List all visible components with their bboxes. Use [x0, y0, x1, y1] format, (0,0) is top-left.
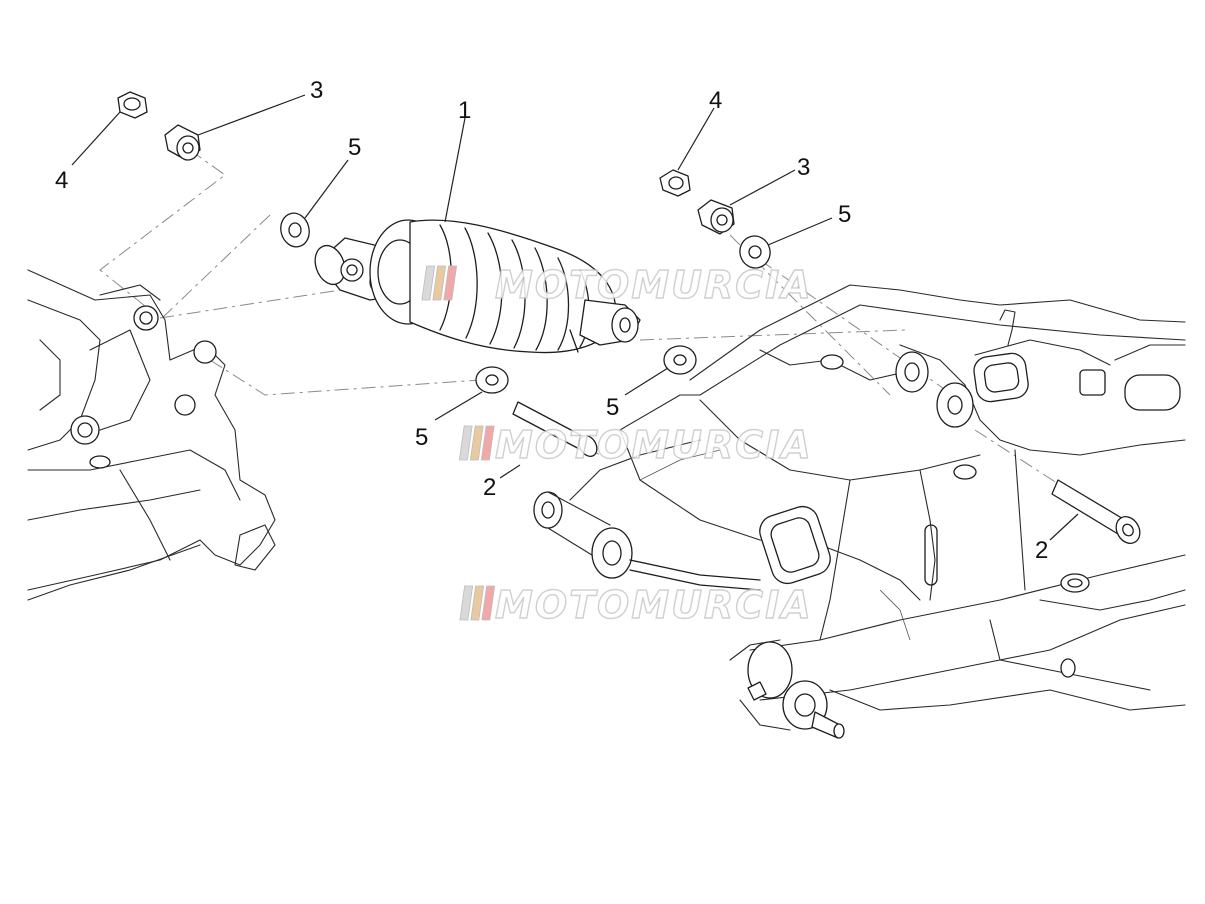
watermark-bottom: MOTOMURCIA	[459, 582, 813, 628]
bushing-part-3-left	[164, 124, 201, 161]
leader-lines	[71, 94, 1079, 541]
callout-4-right: 4	[709, 87, 722, 114]
bushing-part-3-right	[697, 199, 735, 235]
watermark-text: MOTOMURCIA	[495, 263, 813, 307]
watermark-middle: MOTOMURCIA	[458, 422, 813, 468]
nut-part-4-left	[117, 91, 148, 119]
callout-3-right: 3	[797, 154, 810, 181]
callout-4-left: 4	[55, 167, 68, 194]
callout-1: 1	[458, 97, 471, 124]
callout-3-left: 3	[310, 77, 323, 104]
swingarm	[533, 284, 1186, 739]
callout-labels: 1 2 2 3 3 4 4 5 5 5 5	[55, 77, 1048, 564]
nut-part-4-right	[659, 169, 691, 197]
washer-part-5-lower-left	[475, 366, 509, 394]
washer-part-5-upper-left	[280, 212, 310, 248]
callout-5-right: 5	[838, 201, 851, 228]
frame-left-section	[27, 269, 276, 601]
bolt-part-2-right	[1051, 479, 1141, 544]
callout-5-lower-center: 5	[606, 394, 619, 421]
washer-part-5-lower-center	[663, 345, 697, 375]
callout-2-right: 2	[1035, 537, 1048, 564]
callout-2-left: 2	[483, 474, 496, 501]
washer-part-5-right	[739, 235, 771, 269]
callout-5-upper-left: 5	[348, 134, 361, 161]
callout-5-lower-left: 5	[415, 424, 428, 451]
watermark-top: MOTOMURCIA	[421, 262, 813, 308]
bolt-part-2-left	[512, 401, 598, 457]
watermark-text: MOTOMURCIA	[495, 583, 813, 627]
watermark-text: MOTOMURCIA	[495, 423, 813, 467]
